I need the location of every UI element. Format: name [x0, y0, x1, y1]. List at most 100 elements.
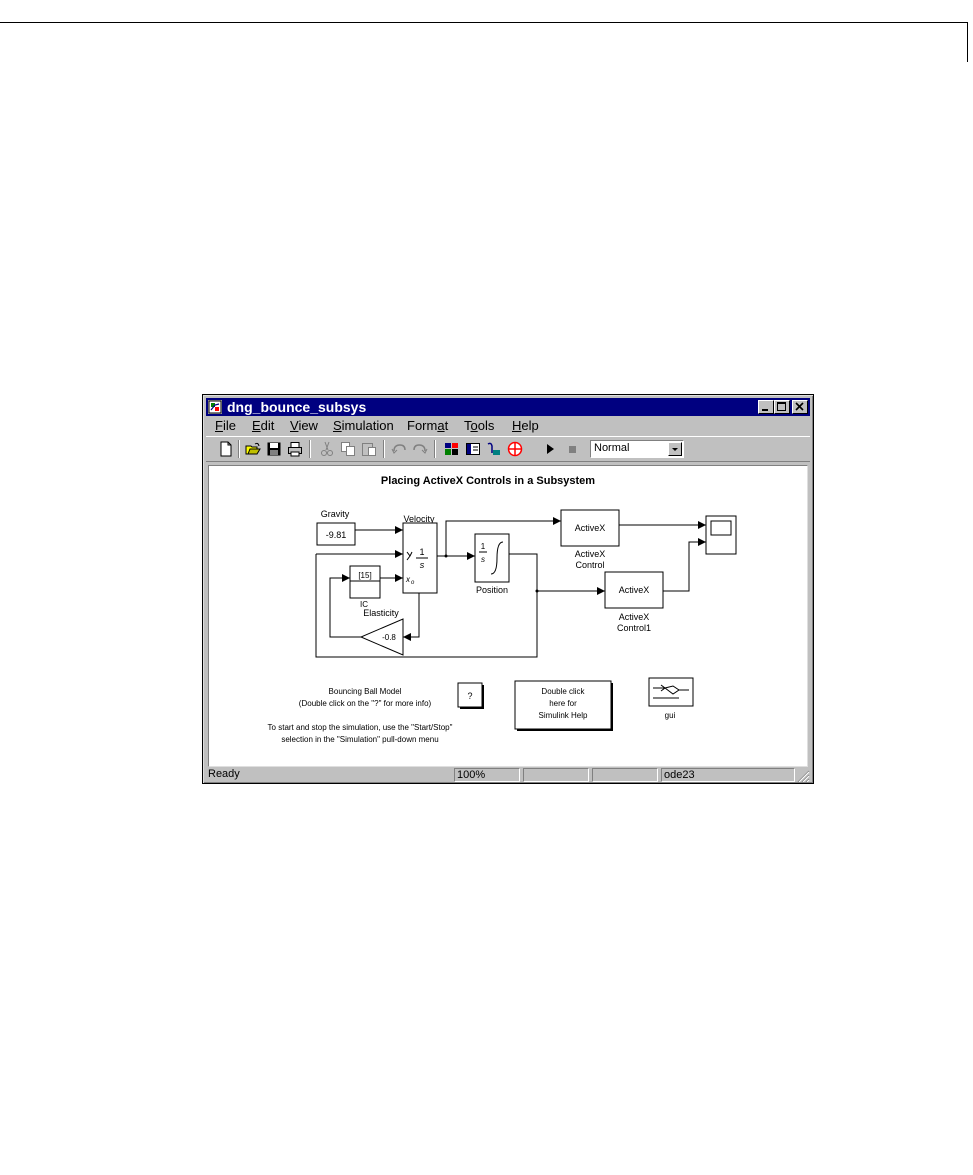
- open-icon[interactable]: [245, 441, 261, 457]
- gui-label: gui: [665, 711, 676, 720]
- simulation-mode-dropdown-button[interactable]: [668, 442, 682, 456]
- info-help-block[interactable]: ?: [457, 682, 484, 709]
- elasticity-gain-block[interactable]: -0.8: [359, 618, 404, 656]
- model-title-annotation: Bouncing Ball Model: [329, 687, 402, 696]
- new-icon[interactable]: [218, 441, 234, 457]
- print-icon[interactable]: [287, 441, 303, 457]
- toolbar: Normal: [206, 436, 810, 462]
- menu-view-accel: V: [290, 418, 299, 433]
- velocity-integrator-numerator: 1: [419, 547, 424, 557]
- activex-control-label-line2: Control: [575, 560, 604, 570]
- menu-file-label: ile: [222, 418, 236, 433]
- status-zoom: 100%: [454, 768, 520, 782]
- title-bar[interactable]: dng_bounce_subsys: [206, 398, 810, 416]
- menu-format-pre: Form: [407, 418, 438, 433]
- simulink-help-line3: Simulink Help: [539, 711, 588, 720]
- target-icon[interactable]: [507, 441, 523, 457]
- menu-edit-label: dit: [260, 418, 275, 433]
- menu-view-label: iew: [298, 418, 318, 433]
- ic-value: [15]: [358, 571, 371, 580]
- menu-tools-pre: T: [464, 418, 471, 433]
- simulation-mode-select[interactable]: Normal: [590, 440, 684, 458]
- menu-help[interactable]: Help: [512, 418, 539, 433]
- redo-icon[interactable]: [412, 441, 428, 457]
- model-browser-icon[interactable]: [465, 441, 481, 457]
- menu-simulation[interactable]: Simulation: [333, 418, 394, 433]
- signal-lines: [315, 517, 706, 658]
- initial-condition-port-subscript: o: [411, 580, 415, 586]
- menu-edit-accel: E: [252, 418, 261, 433]
- start-icon[interactable]: [542, 441, 558, 457]
- menu-tools[interactable]: Tools: [464, 418, 494, 433]
- page-top-rule: [0, 22, 968, 23]
- chevron-down-icon: [672, 448, 678, 451]
- menu-file-accel: F: [215, 418, 223, 433]
- save-icon[interactable]: [266, 441, 282, 457]
- instructions-line2: selection in the "Simulation" pull-down …: [281, 735, 438, 744]
- menu-format[interactable]: Format: [407, 418, 448, 433]
- model-hint-annotation: (Double click on the "?" for more info): [299, 699, 432, 708]
- status-state: Ready: [208, 768, 240, 780]
- status-pane-4: [592, 768, 658, 782]
- simulink-help-line2: here for: [549, 699, 577, 708]
- activex-control-block[interactable]: ActiveX: [560, 509, 620, 547]
- menu-tools-label: ols: [477, 418, 495, 433]
- paste-icon[interactable]: [361, 441, 377, 457]
- menu-format-label: t: [444, 418, 449, 433]
- undo-icon[interactable]: [391, 441, 407, 457]
- ic-label: IC: [360, 600, 368, 609]
- minimize-icon: [762, 409, 768, 411]
- gravity-label: Gravity: [321, 509, 350, 519]
- activex-control1-text: ActiveX: [619, 585, 650, 595]
- resize-grip-icon[interactable]: [796, 769, 810, 782]
- menu-tools-accel: o: [470, 418, 478, 433]
- activex-control1-block[interactable]: ActiveX: [604, 571, 664, 609]
- velocity-integrator-denominator: s: [420, 560, 425, 570]
- toolbar-separator: [309, 440, 311, 458]
- menu-view[interactable]: View: [290, 418, 318, 433]
- activex-control-text: ActiveX: [575, 523, 606, 533]
- simulink-help-line1: Double click: [541, 687, 585, 696]
- activex-control-label-line1: ActiveX: [575, 549, 606, 559]
- stop-icon[interactable]: [564, 441, 580, 457]
- activex-control1-label-line2: Control1: [617, 623, 651, 633]
- scope-block[interactable]: [705, 515, 737, 555]
- elasticity-label: Elasticity: [363, 608, 399, 618]
- menu-format-accel: a: [437, 418, 445, 433]
- menu-file[interactable]: File: [215, 418, 236, 433]
- close-icon: [795, 402, 804, 411]
- menu-simulation-accel: S: [333, 418, 342, 433]
- debugger-icon[interactable]: [486, 441, 502, 457]
- maximize-button[interactable]: [774, 400, 790, 414]
- gui-block[interactable]: [648, 677, 694, 707]
- simulink-app-icon[interactable]: [208, 400, 222, 414]
- cut-icon[interactable]: [319, 441, 335, 457]
- status-bar: Ready 100% ode23: [206, 768, 810, 782]
- branch-point: [535, 589, 539, 593]
- gain-value: -0.8: [382, 633, 396, 642]
- maximize-icon: [777, 402, 786, 411]
- position-integrator-block[interactable]: 1 s: [474, 533, 510, 583]
- position-label: Position: [476, 585, 508, 595]
- menu-help-accel: H: [512, 418, 522, 433]
- minimize-button[interactable]: [758, 400, 774, 414]
- menu-edit[interactable]: Edit: [252, 418, 274, 433]
- info-help-text: ?: [467, 691, 472, 701]
- simulink-help-block[interactable]: Double click here for Simulink Help: [514, 680, 613, 731]
- window-title: dng_bounce_subsys: [227, 399, 367, 415]
- model-canvas[interactable]: Placing ActiveX Controls in a Subsystem …: [208, 465, 808, 767]
- activex-control1-label-line1: ActiveX: [619, 612, 650, 622]
- position-integrator-denominator: s: [481, 555, 485, 564]
- close-button[interactable]: [792, 400, 808, 414]
- velocity-integrator-block[interactable]: 1 s x o: [402, 522, 438, 594]
- copy-icon[interactable]: [340, 441, 356, 457]
- ic-block[interactable]: [15]: [349, 565, 381, 599]
- branch-point: [444, 554, 448, 558]
- position-integrator-numerator: 1: [481, 542, 486, 551]
- library-browser-icon[interactable]: [444, 441, 460, 457]
- status-pane-3: [523, 768, 589, 782]
- gravity-constant-block[interactable]: -9.81: [316, 522, 356, 546]
- toolbar-separator: [383, 440, 385, 458]
- velocity-label: Velocity: [403, 514, 435, 524]
- simulink-model-window: dng_bounce_subsys File Edit View Simulat…: [202, 394, 814, 784]
